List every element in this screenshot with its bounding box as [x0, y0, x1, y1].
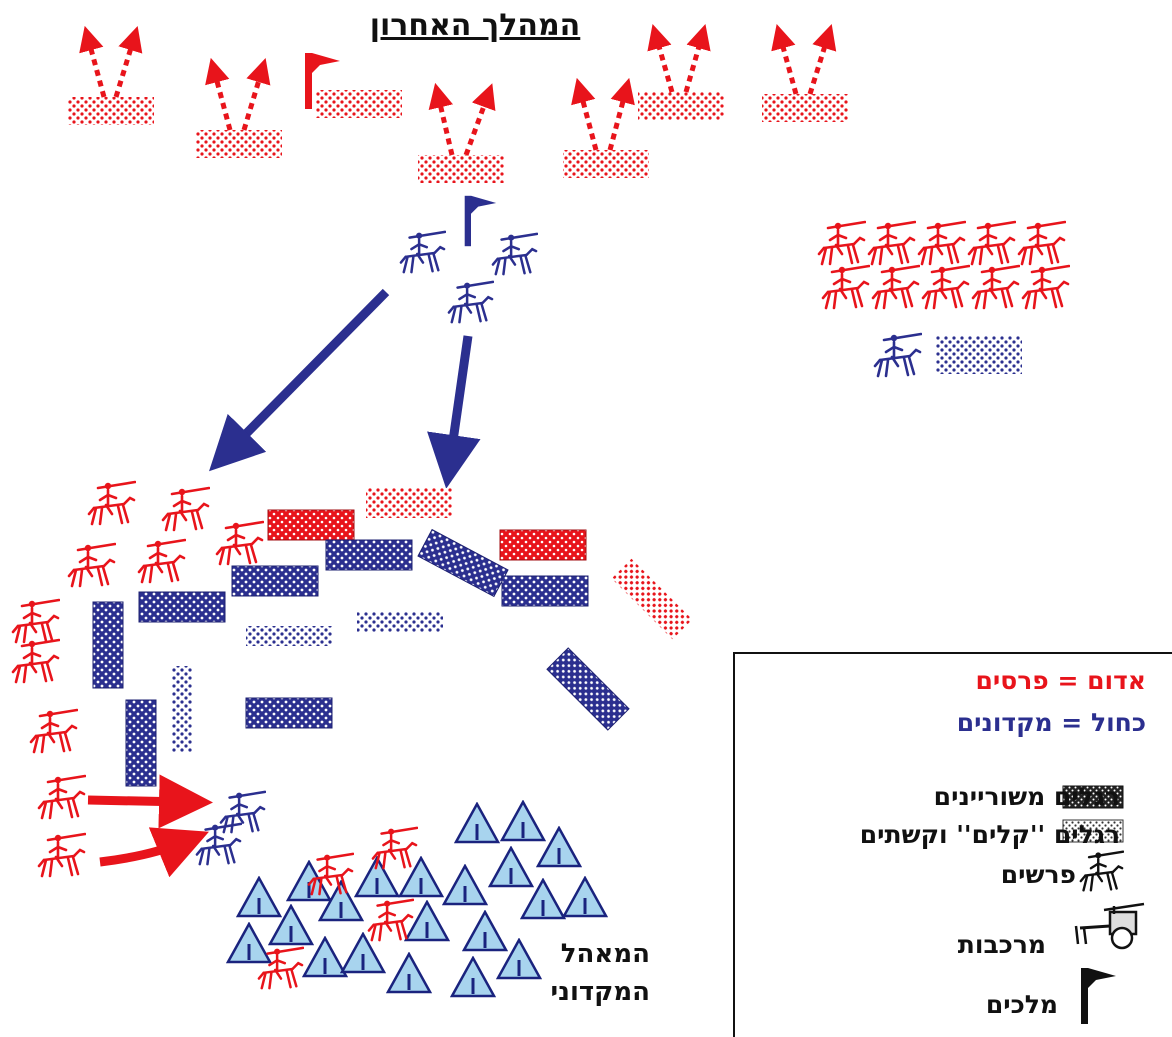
macedonian-king-flag-icon [464, 195, 497, 247]
macedonian-camp-guard [195, 790, 266, 866]
heavy-infantry-block-icon [1062, 785, 1124, 809]
legend-kings-label: מלכים [985, 990, 1058, 1019]
light-infantry-block-icon [1062, 819, 1124, 843]
macedonian-advance-arrow [427, 335, 481, 489]
diagram-title: המהלך האחרון [369, 8, 581, 43]
persian-light-infantry-block [762, 23, 848, 122]
legend-cavalry-label: פרשים [1000, 860, 1076, 889]
macedonian-advance-arrow [209, 288, 390, 472]
persian-light-infantry-block [68, 25, 154, 125]
legend-light-infantry-label: רגלים ''קלים'' וקשתים [859, 820, 1120, 849]
chariot-icon [1074, 902, 1145, 950]
main-battle-lines [92, 488, 693, 787]
macedonian-companions [209, 195, 538, 489]
horseman-icon [399, 230, 446, 274]
right-flank [817, 220, 1070, 378]
camp-label: המאהל המקדוני [520, 935, 650, 1011]
persian-light-infantry-block [196, 57, 282, 158]
persian-light-infantry-block [563, 77, 649, 178]
camp-label-line2: המקדוני [550, 977, 650, 1007]
legend-heavy-infantry-label: רגלים משוריינים [933, 782, 1120, 811]
persian-light-infantry-block [418, 82, 504, 183]
persian-light-infantry-block [638, 23, 724, 120]
camp-label-line1: המאהל [560, 939, 650, 969]
legend-chariots-label: מרכבות [957, 930, 1046, 959]
persian-fleeing-units [68, 23, 848, 183]
legend-macedonians-label: כחול = מקדונים [956, 708, 1146, 737]
legend-box: אדום = פרסים כחול = מקדונים רגלים משוריי… [733, 652, 1172, 1037]
legend-persians-label: אדום = פרסים [975, 666, 1147, 695]
horseman-icon [447, 280, 494, 324]
horseman-icon [491, 232, 538, 276]
persian-light-infantry-block [316, 90, 402, 118]
legend-icons [1062, 785, 1145, 1024]
persian-attack-arrows [87, 774, 213, 878]
